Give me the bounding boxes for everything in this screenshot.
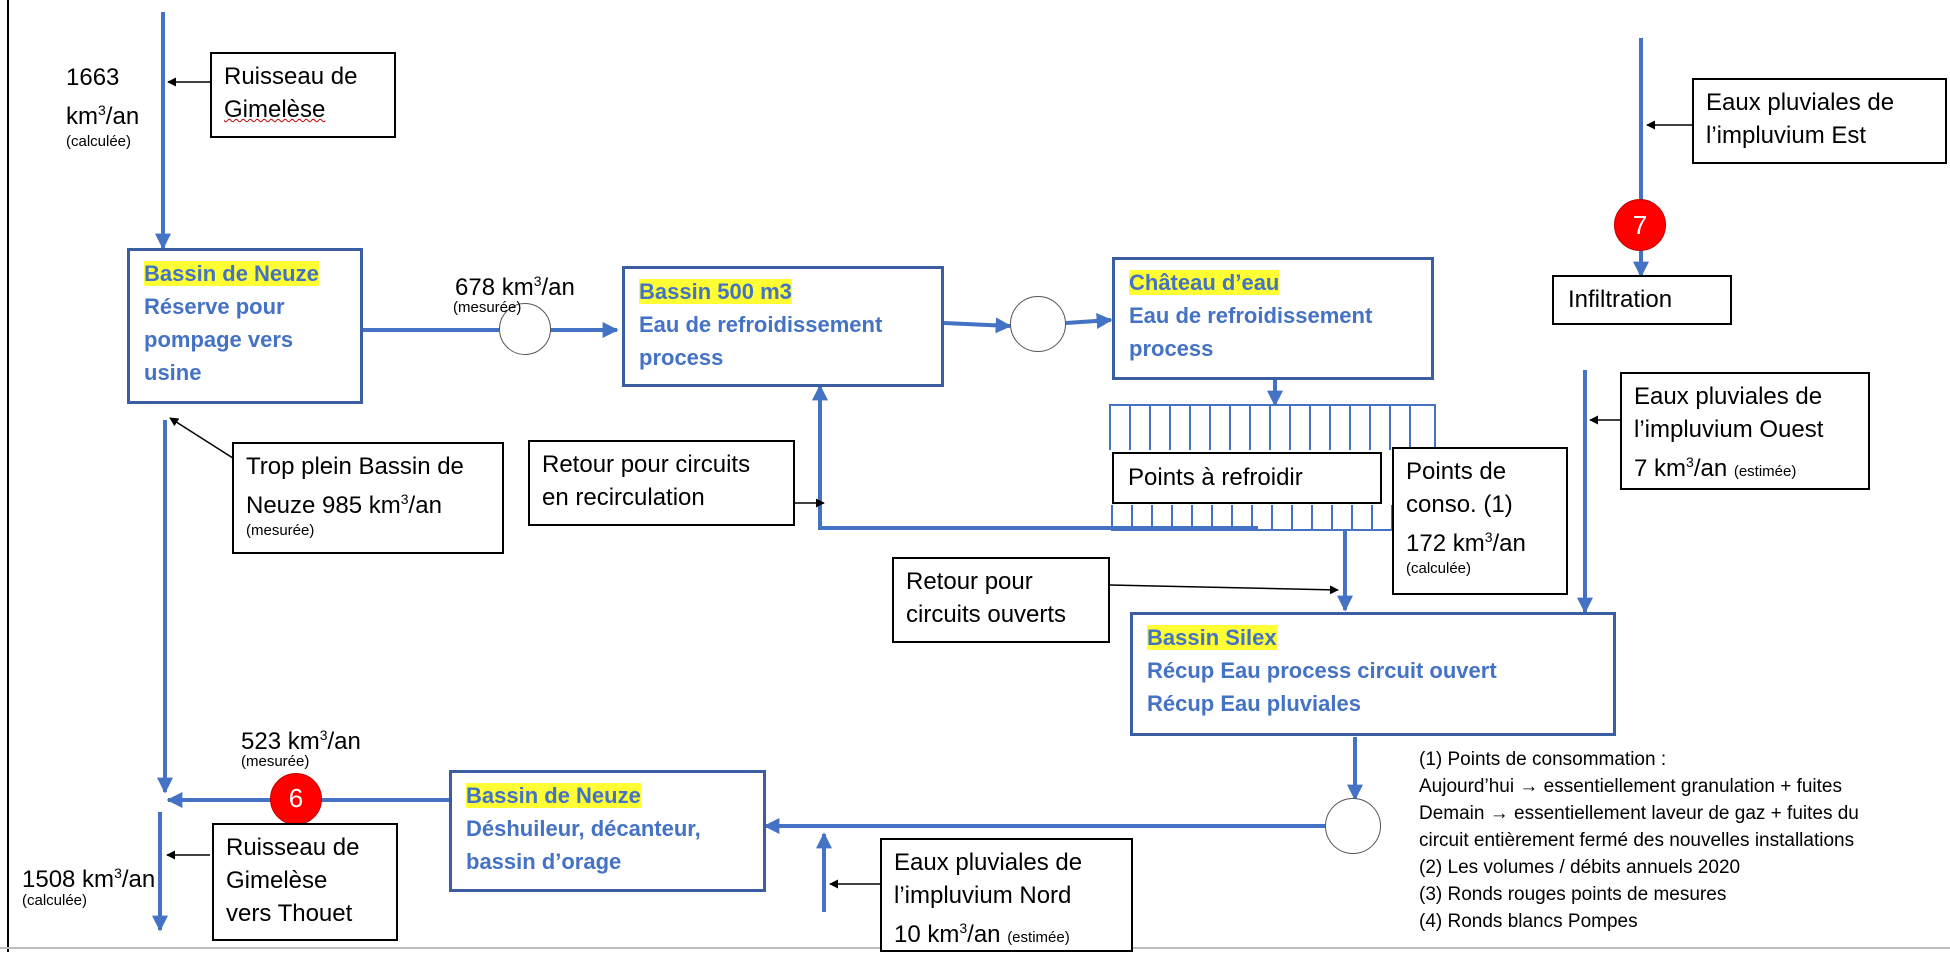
eaux-pluviales-nord-box: Eaux pluviales de l’impluvium Nord 10 km… bbox=[880, 838, 1133, 952]
retour-recirculation-box: Retour pour circuits en recirculation bbox=[528, 440, 795, 526]
ruisseau-gimelese-box: Ruisseau de Gimelèse bbox=[210, 52, 396, 138]
legend-notes: (1) Points de consommation : Aujourd’hui… bbox=[1419, 749, 1859, 932]
bassin-neuze-reserve-box: Bassin de Neuze Réserve pour pompage ver… bbox=[127, 248, 363, 404]
flow-note-ruisseau-out: (calculée) bbox=[22, 892, 88, 909]
retour-circuits-ouverts-box: Retour pour circuits ouverts bbox=[892, 557, 1110, 643]
points-a-refroidir-box: Points à refroidir bbox=[1112, 452, 1382, 504]
measure-point-7: 7 bbox=[1614, 199, 1666, 251]
pump-icon bbox=[1325, 798, 1381, 854]
flow-label-ruisseau-out: 1508 km3/an bbox=[22, 865, 156, 893]
trop-plein-box: Trop plein Bassin de Neuze 985 km3/an (m… bbox=[232, 442, 504, 554]
flow-label-pompage: 678 km3/an bbox=[455, 273, 575, 301]
measure-point-6: 6 bbox=[270, 773, 322, 825]
chateau-eau-box: Château d’eau Eau de refroidissement pro… bbox=[1112, 257, 1434, 380]
infiltration-box: Infiltration bbox=[1552, 275, 1732, 325]
pump-icon bbox=[1010, 296, 1066, 352]
eaux-pluviales-est-box: Eaux pluviales de l’impluvium Est bbox=[1692, 78, 1947, 164]
bassin-neuze-deshuileur-box: Bassin de Neuze Déshuileur, décanteur, b… bbox=[449, 770, 766, 892]
bassin-500-box: Bassin 500 m3 Eau de refroidissement pro… bbox=[622, 266, 944, 387]
flow-label-vers-ruisseau: 523 km3/an bbox=[241, 727, 361, 755]
points-conso-box: Points de conso. (1) 172 km3/an (calculé… bbox=[1392, 447, 1568, 595]
eaux-pluviales-ouest-box: Eaux pluviales de l’impluvium Ouest 7 km… bbox=[1620, 372, 1870, 490]
pump-icon bbox=[499, 303, 551, 355]
flow-note-vers-ruisseau: (mesurée) bbox=[241, 753, 310, 770]
bassin-silex-box: Bassin Silex Récup Eau process circuit o… bbox=[1130, 612, 1616, 736]
flow-note-pompage: (mesurée) bbox=[453, 299, 522, 316]
flow-label-ruisseau-in: 1663 km3/an (calculée) bbox=[66, 64, 140, 150]
ruisseau-thouet-box: Ruisseau de Gimelèse vers Thouet bbox=[212, 823, 398, 941]
